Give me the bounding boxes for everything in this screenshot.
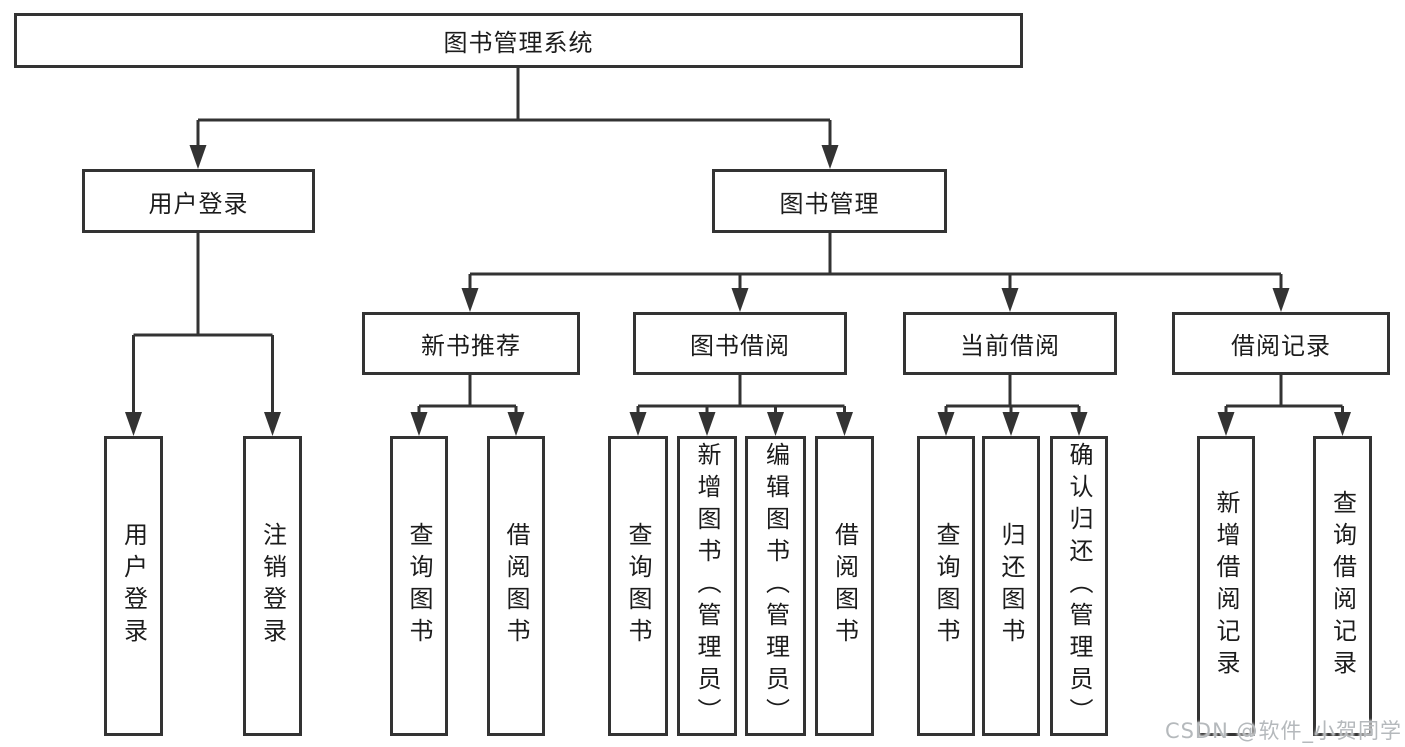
- leaf-current-confirm-return-admin-label: 确认归还（管理员）: [1065, 442, 1093, 730]
- leaf-current-query-books: 查询图书: [917, 436, 975, 736]
- leaf-records-add-record: 新增借阅记录: [1197, 436, 1255, 736]
- watermark-text: CSDN @软件_小贺同学: [1164, 719, 1402, 743]
- node-book-mgmt: 图书管理: [712, 169, 947, 233]
- leaf-newrec-borrow-books-label: 借阅图书: [502, 522, 530, 650]
- node-book-borrow-label: 图书借阅: [690, 332, 790, 360]
- node-current-borrow-label: 当前借阅: [960, 332, 1060, 360]
- leaf-borrow-edit-books-admin-label: 编辑图书（管理员）: [761, 442, 790, 730]
- node-book-borrow: 图书借阅: [633, 312, 847, 375]
- node-root-label: 图书管理系统: [443, 29, 594, 57]
- leaf-current-return-books: 归还图书: [982, 436, 1040, 736]
- leaf-current-query-books-label: 查询图书: [932, 522, 960, 650]
- leaf-records-query-record-label: 查询借阅记录: [1328, 490, 1357, 682]
- node-root: 图书管理系统: [14, 13, 1023, 68]
- leaf-borrow-add-books-admin: 新增图书（管理员）: [677, 436, 737, 736]
- leaf-records-query-record: 查询借阅记录: [1313, 436, 1372, 736]
- leaf-logout: 注销登录: [243, 436, 302, 736]
- node-user-login: 用户登录: [82, 169, 315, 233]
- leaf-user-login: 用户登录: [104, 436, 163, 736]
- leaf-borrow-query-books-label: 查询图书: [624, 522, 652, 650]
- leaf-newrec-borrow-books: 借阅图书: [487, 436, 545, 736]
- leaf-user-login-label: 用户登录: [119, 522, 148, 650]
- leaf-borrow-query-books: 查询图书: [608, 436, 668, 736]
- leaf-records-add-record-label: 新增借阅记录: [1212, 490, 1240, 682]
- leaf-current-confirm-return-admin: 确认归还（管理员）: [1050, 436, 1108, 736]
- leaf-borrow-borrow-books-label: 借阅图书: [830, 522, 859, 650]
- leaf-borrow-edit-books-admin: 编辑图书（管理员）: [745, 436, 806, 736]
- leaf-borrow-add-books-admin-label: 新增图书（管理员）: [693, 442, 721, 730]
- node-user-login-label: 用户登录: [148, 189, 249, 218]
- leaf-newrec-query-books: 查询图书: [390, 436, 448, 736]
- node-borrow-records: 借阅记录: [1172, 312, 1390, 375]
- node-new-book-rec-label: 新书推荐: [421, 332, 521, 360]
- leaf-borrow-borrow-books: 借阅图书: [815, 436, 874, 736]
- leaf-newrec-query-books-label: 查询图书: [405, 522, 433, 650]
- node-current-borrow: 当前借阅: [903, 312, 1117, 375]
- leaf-current-return-books-label: 归还图书: [997, 522, 1025, 650]
- node-borrow-records-label: 借阅记录: [1231, 332, 1331, 360]
- node-new-book-rec: 新书推荐: [362, 312, 580, 375]
- leaf-logout-label: 注销登录: [258, 522, 287, 650]
- node-book-mgmt-label: 图书管理: [779, 189, 880, 218]
